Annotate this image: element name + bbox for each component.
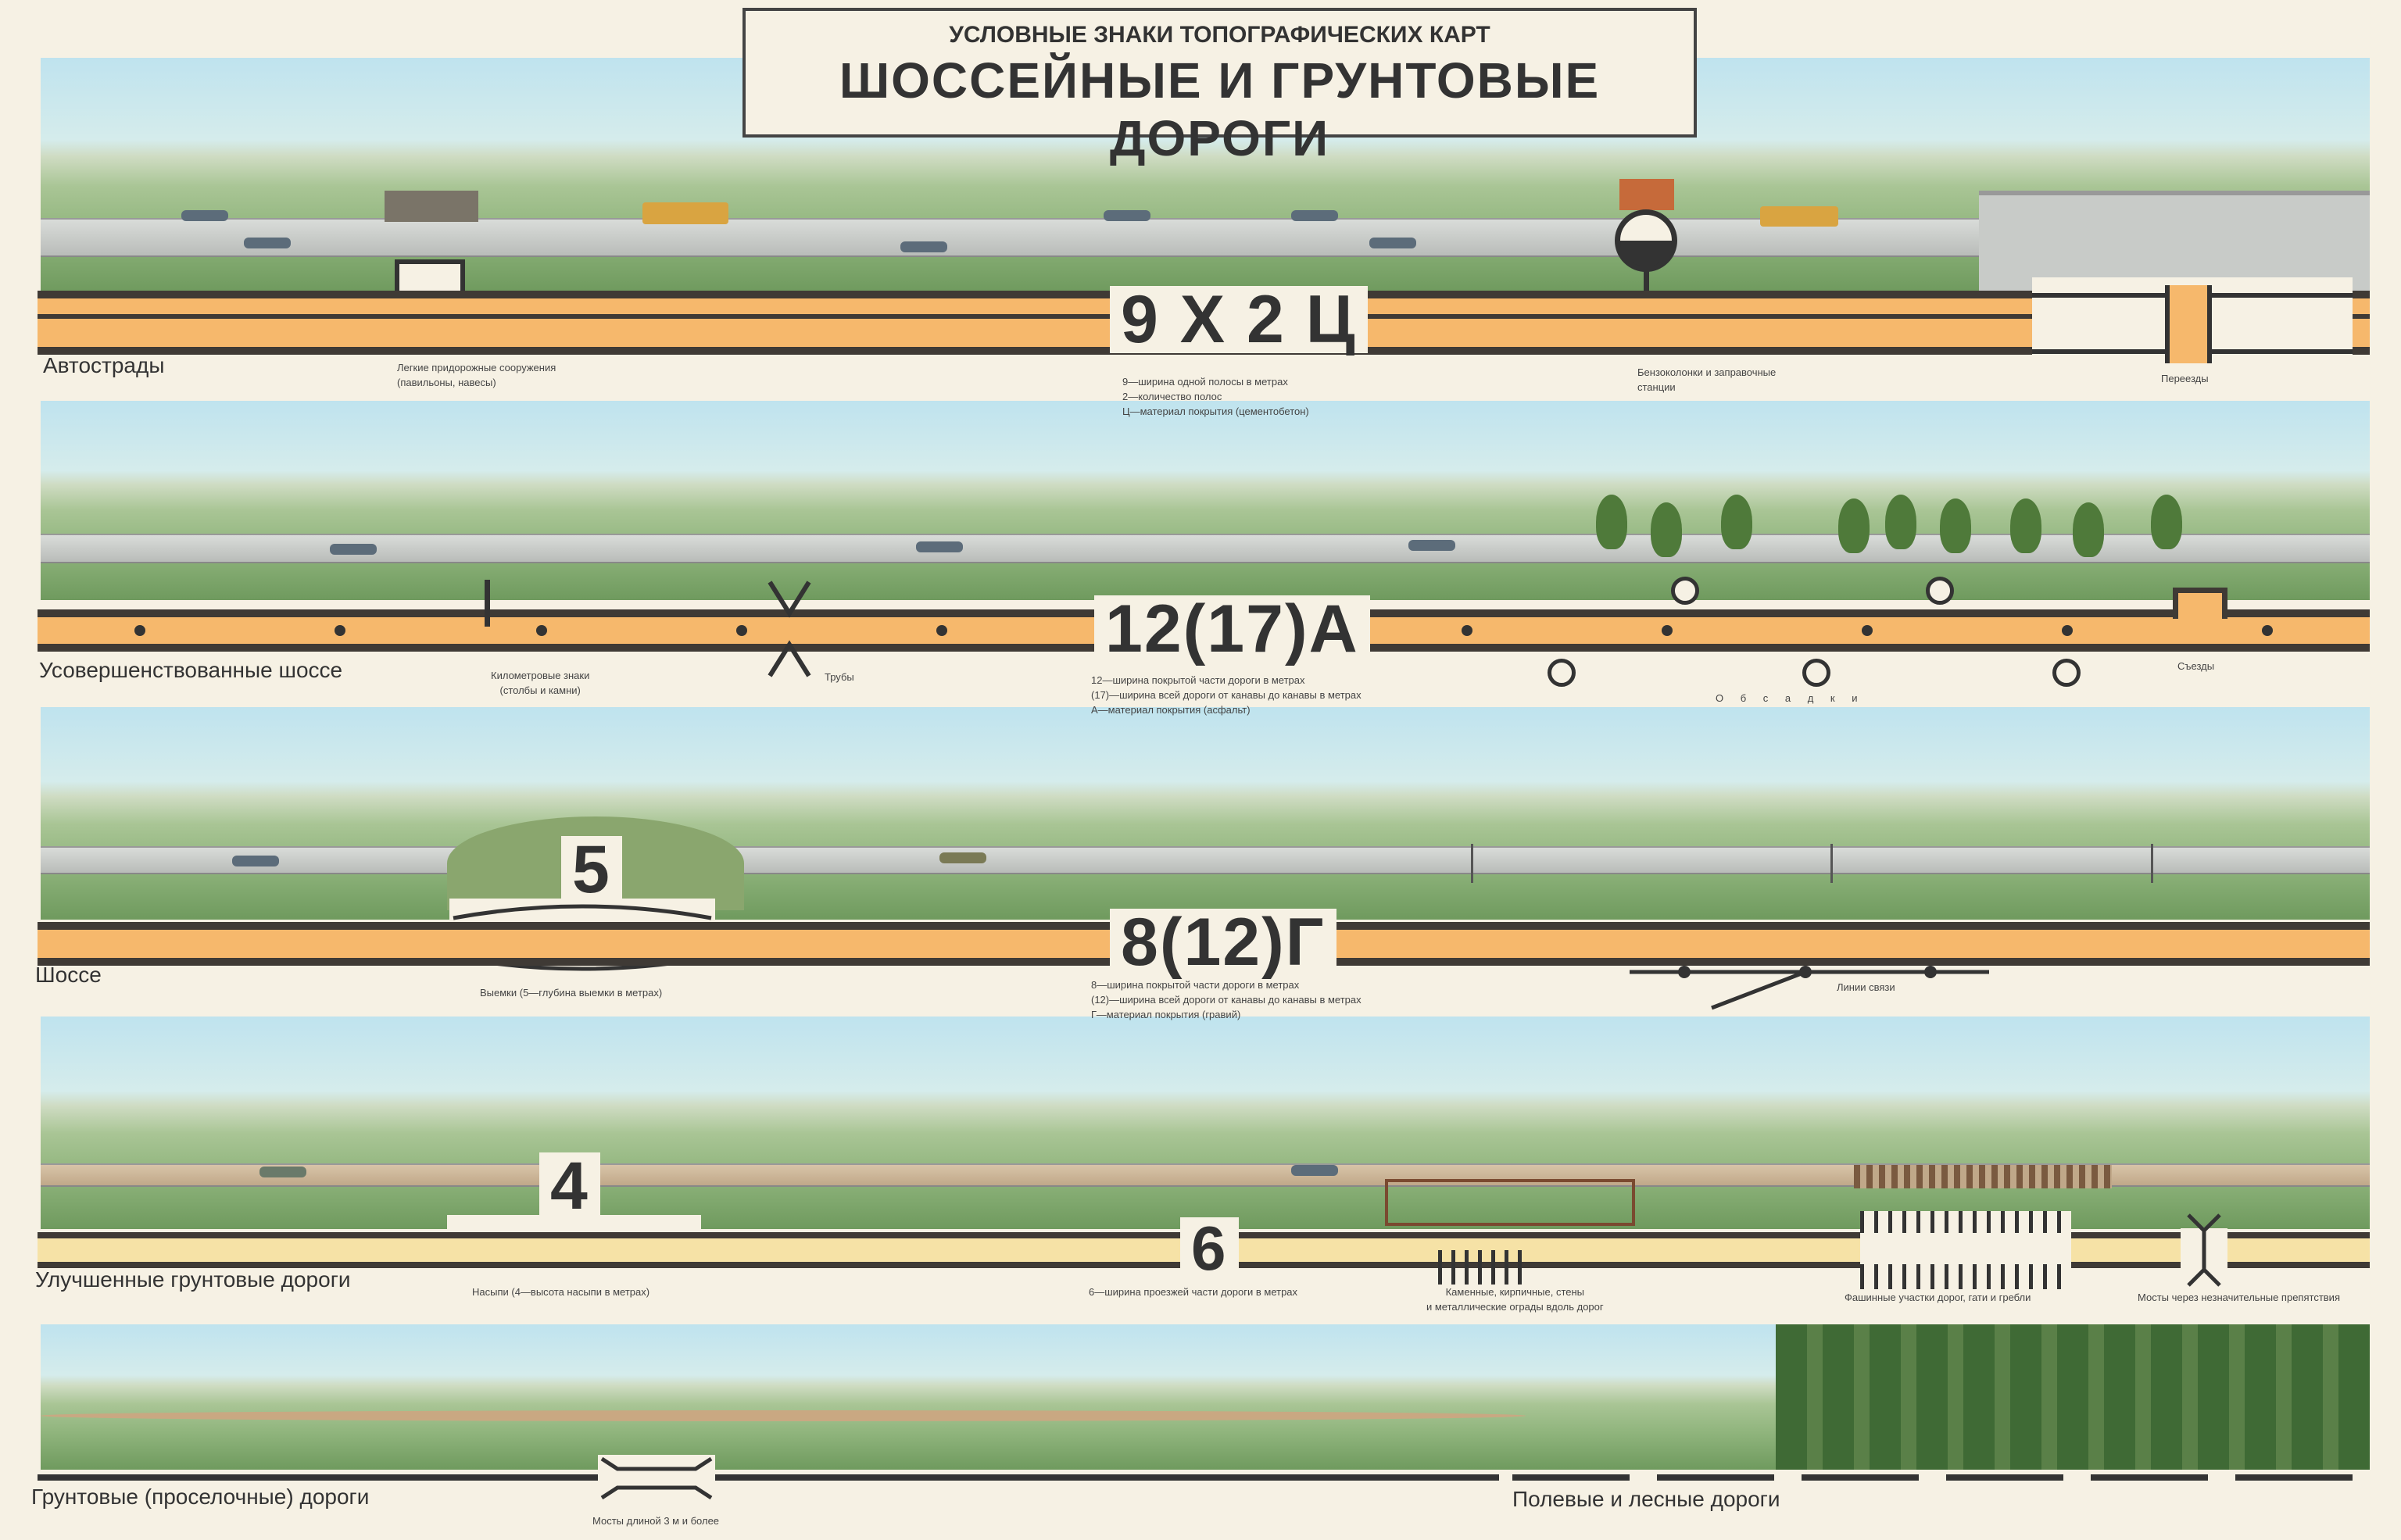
- exit-caption: Съезды: [2177, 660, 2215, 672]
- section-label-field-forest-road: Полевые и лесные дороги: [1512, 1487, 1780, 1511]
- culvert-caption: Трубы: [825, 671, 854, 683]
- highway-legend: 8—ширина покрытой части дороги в метрах(…: [1091, 979, 1362, 1020]
- pavilion-illustration: [385, 191, 478, 222]
- autostrada-code: 9 X 2 Ц: [1110, 286, 1368, 353]
- poster-title: УСЛОВНЫЕ ЗНАКИ ТОПОГРАФИЧЕСКИХ КАРТ ШОСС…: [742, 8, 1697, 166]
- scene-improved-dirt-road: [41, 1017, 2370, 1229]
- planting-caption: О б с а д к и: [1716, 692, 1858, 704]
- planting-symbol: [1548, 659, 1576, 687]
- improved-dirt-road-code: 6: [1180, 1217, 1239, 1280]
- improved-highway-legend: 12—ширина покрытой части дороги в метрах…: [1091, 674, 1362, 716]
- improved-dirt-road-legend: 6—ширина проезжей части дороги в метрах: [1089, 1286, 1298, 1298]
- gas-station-symbol: [1615, 209, 1677, 272]
- cut-symbol: [449, 899, 715, 977]
- fascine-road-symbol: [1860, 1211, 2071, 1289]
- scene-improved-highway: [41, 401, 2370, 600]
- fence-symbol: [1438, 1250, 1524, 1285]
- bus-illustration: [642, 202, 728, 224]
- crossing-symbol: [2032, 277, 2353, 367]
- communication-line-symbol: [1626, 961, 1993, 1016]
- section-label-autostrada: Автострады: [43, 353, 165, 377]
- improved-highway-code: 12(17)А: [1094, 595, 1370, 663]
- planting-symbol: [1671, 577, 1699, 605]
- communication-line-caption: Линии связи: [1837, 981, 1895, 993]
- kilometer-marker-caption: Километровые знаки(столбы и камни): [491, 670, 590, 696]
- section-label-improved-dirt-road: Улучшенные грунтовые дороги: [35, 1267, 351, 1292]
- small-bridge-symbol: [2181, 1211, 2227, 1289]
- title-subtitle: УСЛОВНЫЕ ЗНАКИ ТОПОГРАФИЧЕСКИХ КАРТ: [949, 22, 1490, 48]
- title-main: ШОССЕЙНЫЕ И ГРУНТОВЫЕ ДОРОГИ: [839, 52, 1601, 166]
- planting-symbol: [2052, 659, 2081, 687]
- kilometer-marker-symbol: [485, 580, 490, 627]
- fascine-road-caption: Фашинные участки дорог, гати и гребли: [1845, 1292, 2031, 1303]
- bridge-symbol: [598, 1455, 715, 1502]
- bus-illustration: [1760, 206, 1838, 227]
- scene-highway: [41, 707, 2370, 920]
- exit-symbol: [2173, 588, 2227, 619]
- field-forest-road-symbol: [1512, 1474, 2372, 1481]
- section-label-improved-highway: Усовершенствованные шоссе: [39, 658, 343, 682]
- highway-code: 8(12)Г: [1110, 909, 1336, 976]
- small-bridge-caption: Мосты через незначительные препятствия: [2138, 1292, 2340, 1303]
- cut-caption: Выемки (5—глубина выемки в метрах): [480, 987, 663, 999]
- scene-dirt-road: [41, 1324, 2370, 1470]
- planting-symbol: [1926, 577, 1954, 605]
- embankment-caption: Насыпи (4—высота насыпи в метрах): [472, 1286, 650, 1298]
- bridge-caption: Мосты длиной 3 м и более: [592, 1515, 720, 1527]
- section-label-dirt-road: Грунтовые (проселочные) дороги: [31, 1485, 370, 1509]
- fill-height-number: 4: [539, 1152, 600, 1220]
- gas-station-illustration: [1619, 179, 1674, 210]
- cut-depth-number: 5: [561, 836, 622, 903]
- crossing-caption: Переезды: [2161, 373, 2209, 384]
- culvert-symbol: [766, 578, 813, 680]
- dirt-road-symbol: [38, 1474, 1499, 1481]
- section-label-highway: Шоссе: [35, 963, 102, 987]
- planting-symbol: [1802, 659, 1830, 687]
- pavilion-caption: Легкие придорожные сооружения(павильоны,…: [397, 362, 556, 388]
